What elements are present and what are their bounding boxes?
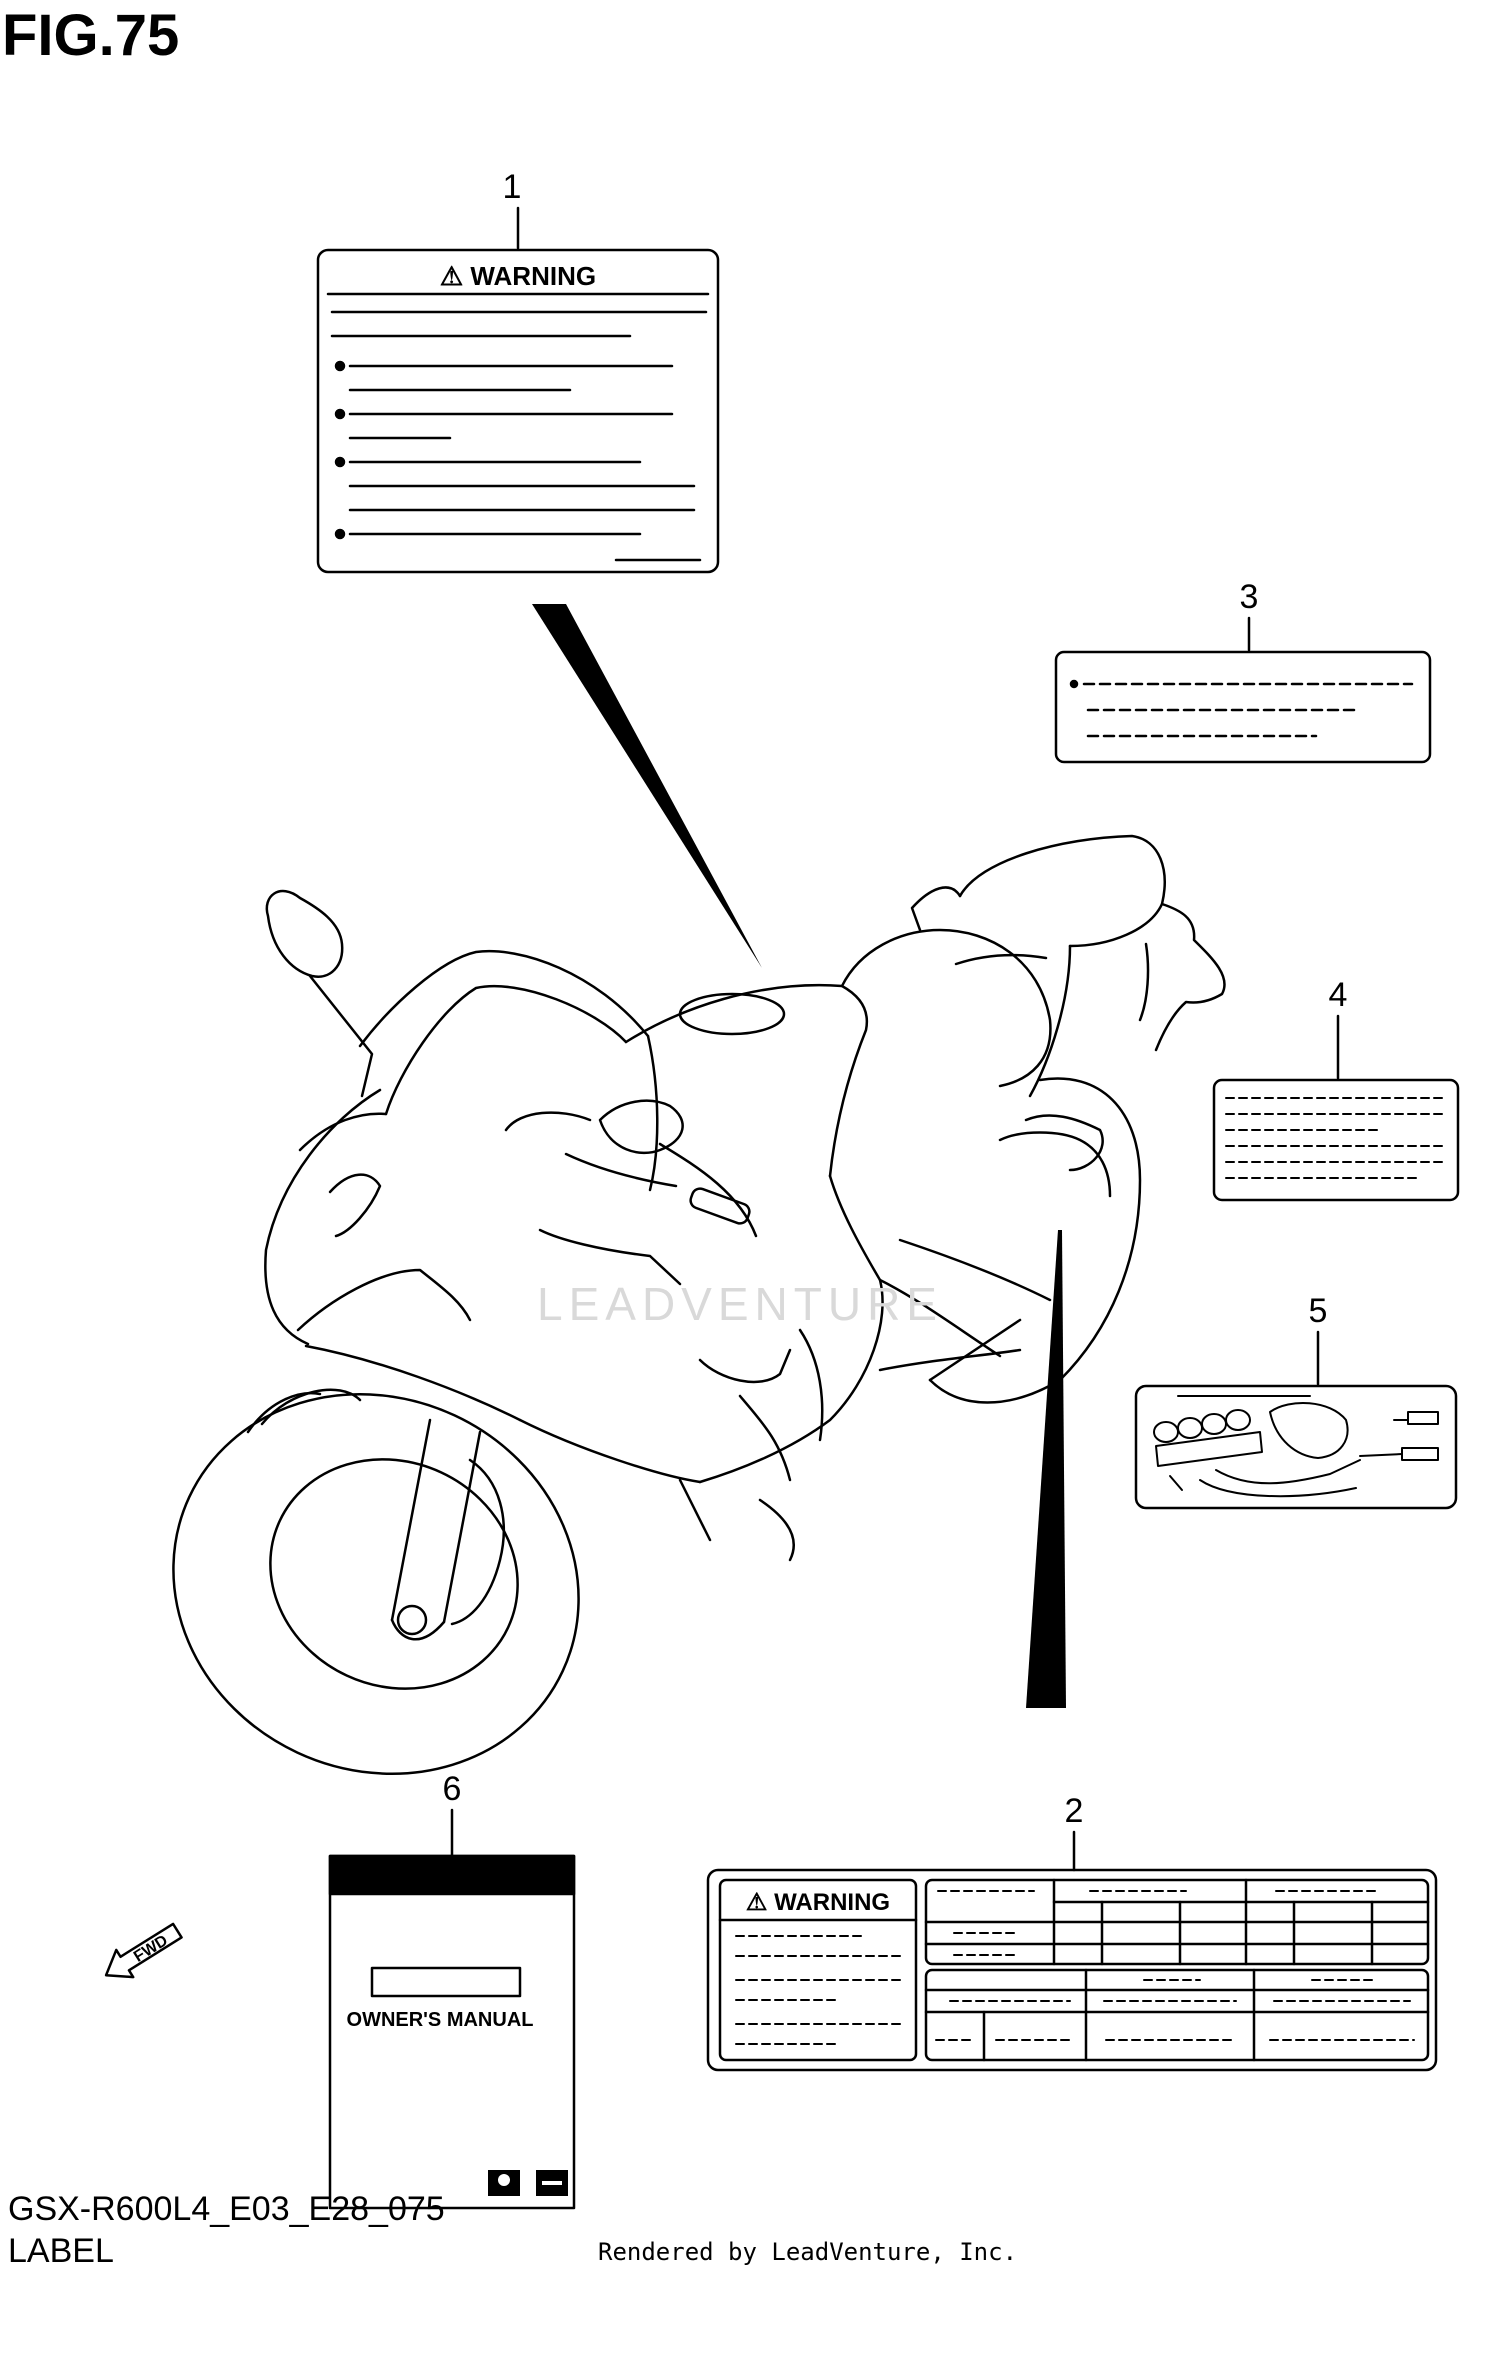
callout-4: 4 (1329, 976, 1348, 1014)
label-2-warning-heading: ⚠ WARNING (746, 1889, 890, 1916)
rendered-by-credit: Rendered by LeadVenture, Inc. (598, 2238, 1018, 2266)
manual-title-text: OWNER'S MANUAL (347, 2009, 534, 2031)
part-6-owners-manual[interactable]: 6 OWNER'S MANUAL (328, 1770, 576, 2210)
callout-2: 2 (1065, 1792, 1084, 1830)
part-5-vacuum-hose-label[interactable]: 5 (1134, 1292, 1458, 1510)
callout-6: 6 (443, 1770, 462, 1808)
callout-1: 1 (503, 168, 522, 206)
callout-3: 3 (1240, 578, 1259, 616)
section-name: LABEL (8, 2232, 114, 2270)
label-1-warning-heading: ⚠ WARNING (440, 261, 596, 291)
callout-5: 5 (1309, 1292, 1328, 1330)
part-2-tire-info-label[interactable]: 2 ⚠ WARNING (706, 1792, 1438, 2072)
part-1-warning-label[interactable]: 1 ⚠ WARNING (316, 168, 720, 574)
motorcycle-illustration (172, 834, 1226, 1775)
model-code: GSX-R600L4_E03_E28_075 (8, 2190, 445, 2228)
part-4-label[interactable]: 4 (1212, 976, 1460, 1202)
leader-wedge-2 (1026, 1230, 1066, 1708)
leadventure-watermark: LEADVENTURE (537, 1278, 943, 1330)
part-3-label[interactable]: 3 (1054, 578, 1432, 764)
leader-wedge-1 (532, 604, 762, 968)
forward-direction-arrow: FWD (104, 1922, 183, 1979)
figure-title: FIG.75 (2, 3, 180, 68)
